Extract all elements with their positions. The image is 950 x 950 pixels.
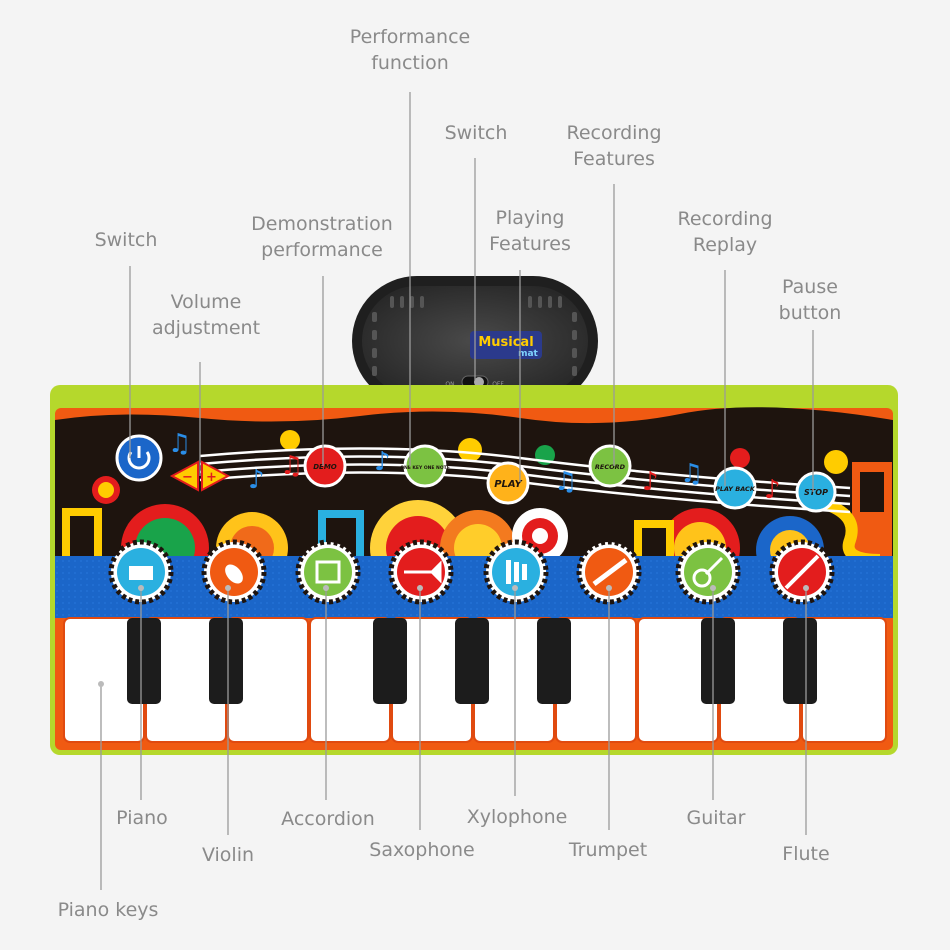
svg-text:♫: ♫ [680, 459, 703, 489]
label-accordion: Accordion [281, 808, 375, 830]
piano-black-key[interactable] [783, 618, 817, 704]
record-button-label: RECORD [595, 463, 626, 471]
accordion-icon [315, 560, 341, 584]
label-recording-replay: Recording Replay [677, 208, 773, 256]
mat-power-button[interactable] [115, 434, 163, 482]
logo-text-2: mat [518, 349, 538, 359]
xylophone-icon [506, 560, 527, 584]
label-piano: Piano [116, 807, 168, 829]
svg-text:♪: ♪ [374, 447, 391, 477]
trumpet-button[interactable] [576, 539, 642, 605]
trumpet-icon [592, 558, 628, 586]
stop-button[interactable]: STOP [795, 471, 837, 513]
label-recording-features: Recording Features [566, 122, 662, 170]
svg-text:♪: ♪ [642, 467, 659, 497]
one-key-one-note-button[interactable]: ONE KEY ONE NOTE [400, 444, 450, 488]
play-back-button-label: PLAY BACK [715, 485, 756, 493]
label-xylophone: Xylophone [466, 806, 568, 828]
logo-text-1: Musical [478, 335, 533, 350]
record-button[interactable]: RECORD [588, 444, 632, 488]
volume-up-icon[interactable] [201, 460, 231, 492]
volume-down-icon[interactable] [169, 460, 199, 492]
violin-icon [225, 564, 243, 584]
play-back-button[interactable]: PLAY BACK [713, 466, 757, 510]
leader-dots [98, 585, 809, 687]
saxophone-icon [404, 560, 442, 584]
volume-buttons[interactable]: − + [169, 460, 231, 492]
switch-on-text: ON [445, 381, 454, 388]
violin-button[interactable] [201, 539, 267, 605]
switch-off-text: OFF [492, 381, 504, 388]
piano-keyboard [62, 617, 888, 743]
flute-icon [784, 554, 820, 590]
piano-button[interactable] [108, 539, 174, 605]
guitar-icon [692, 568, 712, 588]
svg-text:♫: ♫ [168, 429, 191, 459]
mat: ♫ ♪ ♪ ♫ ♫ ♫ ♪ ♪ − + DEMO ONE KEY ONE NOTE PLAY [50, 385, 898, 755]
piano-icon [129, 566, 153, 580]
piano-black-key[interactable] [127, 618, 161, 704]
label-violin: Violin [201, 844, 255, 866]
label-pause-button: Pause button [778, 276, 842, 324]
svg-text:♫: ♫ [554, 467, 577, 497]
label-guitar: Guitar [686, 807, 746, 829]
label-playing-features: Playing Features [489, 207, 571, 255]
demo-button-label: DEMO [313, 463, 337, 471]
play-button-label: PLAY [494, 479, 523, 490]
play-button[interactable]: PLAY [486, 461, 530, 505]
svg-text:+: + [206, 470, 217, 485]
piano-black-key[interactable] [455, 618, 489, 704]
xylophone-button[interactable] [483, 539, 549, 605]
one-key-button-label: ONE KEY ONE NOTE [400, 465, 450, 471]
svg-text:♪: ♪ [764, 475, 781, 505]
demo-button[interactable]: DEMO [303, 444, 347, 488]
label-performance-function: Performance function [349, 26, 471, 74]
leader-lines [100, 92, 814, 890]
piano-black-key[interactable] [373, 618, 407, 704]
svg-text:♪: ♪ [248, 465, 265, 495]
piano-black-key[interactable] [537, 618, 571, 704]
accordion-button[interactable] [295, 539, 361, 605]
guitar-button[interactable] [675, 539, 741, 605]
logo-badge [470, 331, 542, 359]
label-demonstration-performance: Demonstration performance [251, 213, 393, 261]
stop-button-label: STOP [804, 488, 828, 497]
label-saxophone: Saxophone [369, 839, 475, 861]
music-notes: ♫ ♪ ♪ ♫ ♫ [168, 429, 703, 497]
switch-knob [474, 377, 484, 387]
label-trumpet: Trumpet [568, 839, 648, 861]
label-switch-device: Switch [444, 122, 508, 144]
svg-text:♫: ♫ [280, 451, 303, 481]
svg-text:−: − [182, 470, 193, 485]
saxophone-button[interactable] [388, 539, 454, 605]
label-volume-adjustment: Volume adjustment [151, 291, 261, 339]
label-switch-power: Switch [94, 229, 158, 251]
piano-black-key[interactable] [701, 618, 735, 704]
label-flute: Flute [782, 843, 830, 865]
piano-black-key[interactable] [209, 618, 243, 704]
label-piano-keys: Piano keys [57, 899, 159, 921]
flute-button[interactable] [769, 539, 835, 605]
instrument-buttons [108, 539, 835, 605]
